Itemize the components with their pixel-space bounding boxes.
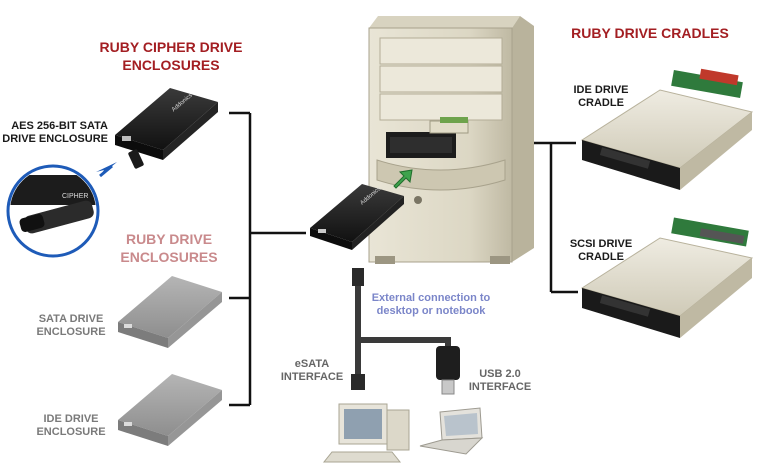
heading-ruby-drive-cradles: RUBY DRIVE CRADLES (562, 24, 738, 42)
label-sata-line1: SATA DRIVE (38, 313, 104, 325)
label-scsi-cradle: SCSI DRIVE CRADLE (556, 238, 646, 264)
heading-cipher-line1: RUBY CIPHER DRIVE (99, 39, 243, 55)
computer-tower (368, 16, 534, 264)
label-external-line2: desktop or notebook (376, 305, 486, 317)
label-aes-line2: DRIVE ENCLOSURE (2, 133, 108, 145)
label-sata-line2: ENCLOSURE (36, 326, 106, 338)
label-esata-line1: eSATA (294, 358, 330, 370)
zoom-pointer-line (99, 164, 113, 178)
heading-ruby-cipher-enclosures: RUBY CIPHER DRIVE ENCLOSURES (86, 38, 256, 74)
label-aes-line1: AES 256-BIT SATA (11, 120, 108, 132)
label-external-line1: External connection to (371, 292, 491, 304)
scsi-drive-cradle-image (580, 217, 754, 338)
notebook-computer-icon (419, 407, 484, 455)
esata-cable (351, 268, 451, 390)
sata-drive-enclosure-image (118, 276, 222, 348)
desktop-computer-icon (322, 403, 410, 463)
label-scsi-cradle-line2: CRADLE (578, 251, 624, 263)
usb-cable (436, 346, 460, 395)
left-bracket-connector (229, 111, 306, 407)
label-scsi-cradle-line1: SCSI DRIVE (569, 238, 633, 250)
heading-cradles: RUBY DRIVE CRADLES (571, 25, 729, 41)
aes-cipher-enclosure (115, 88, 218, 169)
label-esata-line2: INTERFACE (280, 371, 344, 383)
label-ide-line1: IDE DRIVE (43, 413, 99, 425)
ide-drive-enclosure-image (118, 374, 222, 446)
label-aes-enclosure: AES 256-BIT SATA DRIVE ENCLOSURE (0, 120, 108, 146)
heading-ruby-line1: RUBY DRIVE (125, 231, 213, 247)
label-ide-cradle-line2: CRADLE (578, 97, 624, 109)
label-usb-line1: USB 2.0 (479, 368, 521, 380)
ide-drive-cradle-image (580, 68, 754, 190)
svg-text:CIPHER: CIPHER (62, 193, 88, 200)
heading-ruby-drive-enclosures: RUBY DRIVE ENCLOSURES (104, 230, 234, 266)
label-esata-interface: eSATA INTERFACE (276, 358, 348, 384)
insert-arrow-icon (393, 169, 413, 189)
label-usb-interface: USB 2.0 INTERFACE (462, 368, 538, 394)
label-ide-cradle-line1: IDE DRIVE (573, 84, 629, 96)
label-ide-enclosure: IDE DRIVE ENCLOSURE (26, 413, 116, 439)
label-ide-line2: ENCLOSURE (36, 426, 106, 438)
right-bracket-connector (534, 141, 578, 294)
label-external-connection: External connection to desktop or notebo… (366, 292, 496, 318)
heading-ruby-line2: ENCLOSURES (120, 249, 218, 265)
label-usb-line2: INTERFACE (468, 381, 532, 393)
label-sata-enclosure: SATA DRIVE ENCLOSURE (26, 313, 116, 339)
cipher-enclosure-front: Addonics (310, 184, 404, 250)
label-ide-cradle: IDE DRIVE CRADLE (556, 84, 646, 110)
heading-cipher-line2: ENCLOSURES (122, 57, 220, 73)
cipher-key-zoom: CIPHER (6, 164, 100, 258)
